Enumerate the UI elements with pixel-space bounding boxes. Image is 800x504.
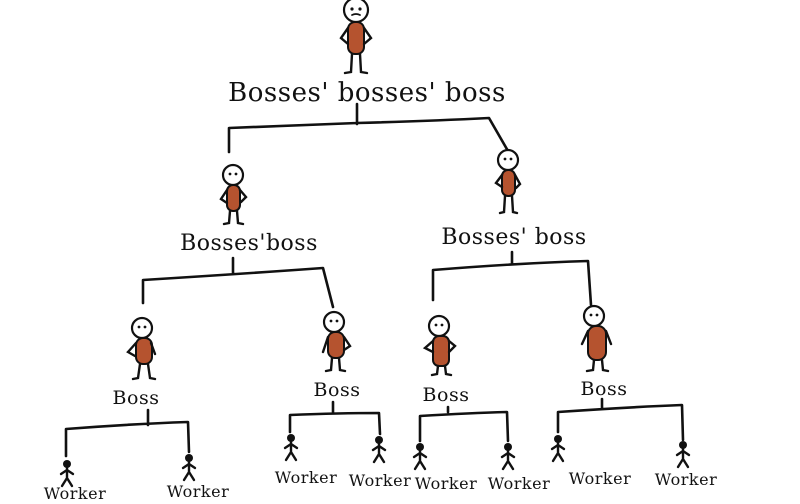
boss-2-label: Boss (314, 379, 361, 401)
boss-1-connector (64, 408, 191, 458)
boss-1-label: Boss (113, 387, 160, 409)
manager-right-label: Bosses' boss (441, 225, 586, 250)
worker-label: Worker (349, 471, 411, 490)
worker-figure (283, 434, 299, 462)
boss-4-connector (556, 397, 685, 442)
worker-label: Worker (488, 474, 550, 493)
root-connector (227, 102, 510, 154)
worker-figure (371, 436, 387, 464)
right-manager-connector (431, 250, 593, 307)
worker-figure (500, 443, 516, 471)
connector-lines (64, 102, 685, 458)
worker-label: Worker (655, 470, 717, 489)
worker-label: Worker (44, 484, 106, 503)
worker-label: Worker (415, 474, 477, 493)
manager-right-figure (494, 148, 522, 215)
labels: Bosses' bosses' boss Bosses'boss Bosses'… (44, 78, 717, 503)
root-boss-figure (339, 0, 373, 75)
boss-3-figure (422, 314, 457, 377)
left-manager-connector (141, 256, 335, 309)
boss-2-figure (321, 310, 352, 373)
root-label: Bosses' bosses' boss (228, 78, 506, 108)
worker-figure (550, 435, 566, 463)
boss-3-label: Boss (423, 384, 470, 406)
worker-label: Worker (569, 469, 631, 488)
boss-4-label: Boss (581, 378, 628, 400)
boss-3-connector (418, 405, 510, 443)
worker-figures (59, 434, 691, 488)
worker-figure (675, 441, 691, 469)
worker-figure (59, 460, 75, 488)
boss-1-figure (126, 316, 157, 381)
worker-label: Worker (275, 468, 337, 487)
worker-figure (181, 454, 197, 482)
worker-figure (412, 443, 428, 471)
worker-label: Worker (167, 482, 229, 501)
manager-left-label: Bosses'boss (180, 231, 318, 256)
boss-4-figure (580, 304, 613, 373)
boss-2-connector (288, 400, 382, 436)
manager-left-figure (219, 163, 248, 226)
